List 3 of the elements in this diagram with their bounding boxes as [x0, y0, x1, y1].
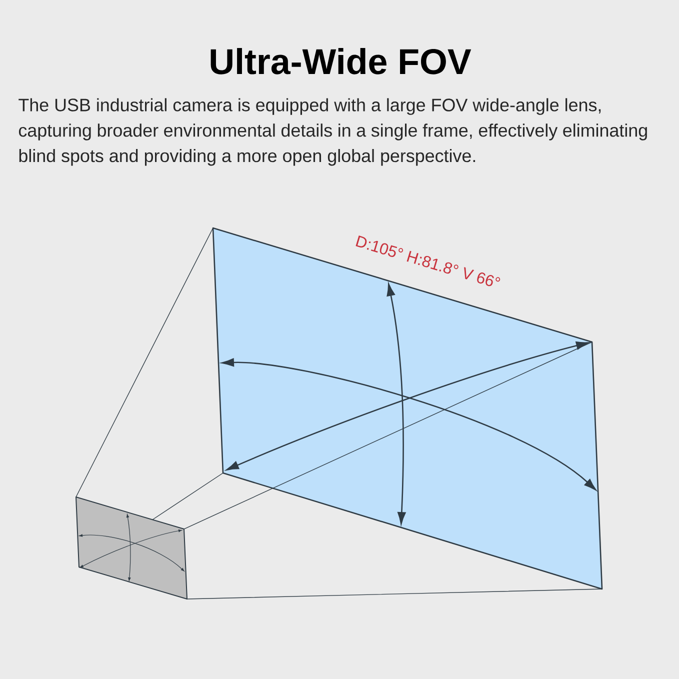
- description-text: The USB industrial camera is equipped with a large FOV wide-angle lens, capturing broader environmental details in a single frame, effectively eliminating blind spots and providing a more open global perspective.: [18, 98, 647, 166]
- angle-label: D:105° H:81.8° V 66°: [356, 236, 500, 286]
- title: Ultra-Wide FOV: [210, 48, 472, 74]
